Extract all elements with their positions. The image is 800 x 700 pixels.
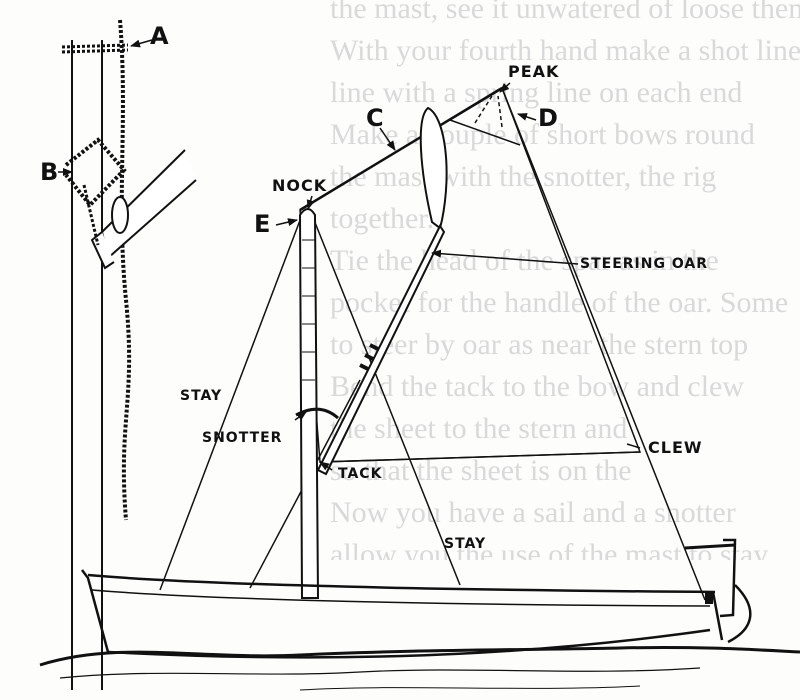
background-text-line: together. (330, 202, 435, 235)
label-stay-lower: STAY (444, 536, 487, 552)
hull-bow (81, 569, 110, 653)
oar-blade (419, 106, 448, 230)
arrow-snotter (294, 411, 307, 421)
inset-rope (118, 19, 132, 521)
peak-lashing (449, 89, 521, 146)
arrow-c (379, 127, 396, 151)
inset-lashing-b-tail (82, 184, 100, 246)
arrow-peak (499, 82, 511, 93)
inset-lashing-b (64, 137, 127, 209)
label-clew: CLEW (648, 438, 703, 457)
mast (295, 208, 339, 599)
mast-body (298, 208, 320, 599)
background-text-line: Make a couple of short bows round (330, 118, 755, 151)
water (39, 645, 800, 691)
background-text-line: the sheet to the stern and (330, 412, 628, 445)
leader-clew (626, 443, 641, 449)
water-line-main (39, 645, 800, 667)
background-text-line: With your fourth hand make a shot line (330, 34, 800, 67)
tiller (684, 543, 736, 550)
label-e: E (254, 210, 272, 238)
background-text-line: allow you the use of the mast to stay (330, 538, 769, 560)
mast-detail-inset (61, 19, 197, 690)
stay-fore (159, 214, 303, 591)
steering-oar (316, 106, 448, 476)
arrow-a (130, 39, 153, 48)
label-a: A (150, 22, 170, 50)
inset-spar-ring (111, 196, 129, 234)
label-d: D (538, 104, 559, 132)
background-text-line: the mast with the snotter, the rig (330, 160, 717, 193)
mast-marks (302, 239, 315, 381)
background-text-line: to steer by oar as near the stern top (330, 328, 749, 361)
leech-line (501, 87, 706, 601)
foot-line (319, 451, 641, 463)
stay-aft (311, 214, 461, 586)
label-peak: PEAK (508, 62, 560, 81)
rudder (727, 584, 752, 644)
oarlock-mark (705, 592, 713, 604)
label-c: C (366, 104, 385, 132)
arrow-nock (306, 195, 315, 210)
arrow-e (275, 218, 298, 226)
label-snotter: SNOTTER (202, 430, 283, 446)
background-text-line: Bend the tack to the bow and clew (330, 370, 745, 403)
background-text-line: Now you have a sail and a snotter (330, 496, 736, 529)
oar-shaft (316, 224, 446, 476)
water-line-ripple-1 (59, 667, 701, 679)
label-b: B (40, 158, 60, 186)
hull-gunwale (87, 573, 716, 594)
hull-bottom (107, 628, 711, 659)
inset-lashing-a (61, 43, 129, 54)
hull-rubrail (91, 589, 711, 607)
arrow-steering-oar (431, 249, 579, 265)
label-steering-oar: STEERING OAR (580, 256, 708, 272)
label-tack: TACK (338, 466, 383, 482)
oar-grip (359, 343, 379, 371)
arrow-d (517, 113, 537, 121)
background-text-line: the mast, see it unwatered of loose them (330, 0, 800, 25)
background-text-line: line with a spring line on each end (330, 76, 743, 109)
label-nock: NOCK (272, 176, 328, 195)
hull-stern (711, 538, 737, 641)
water-line-ripple-2 (299, 685, 641, 691)
background-book-text: the mast, see it unwatered of loose them… (330, 0, 800, 560)
label-stay-upper: STAY (180, 388, 223, 404)
peak-dashed (474, 95, 503, 128)
arrow-tack (319, 461, 333, 471)
hull (81, 538, 752, 659)
